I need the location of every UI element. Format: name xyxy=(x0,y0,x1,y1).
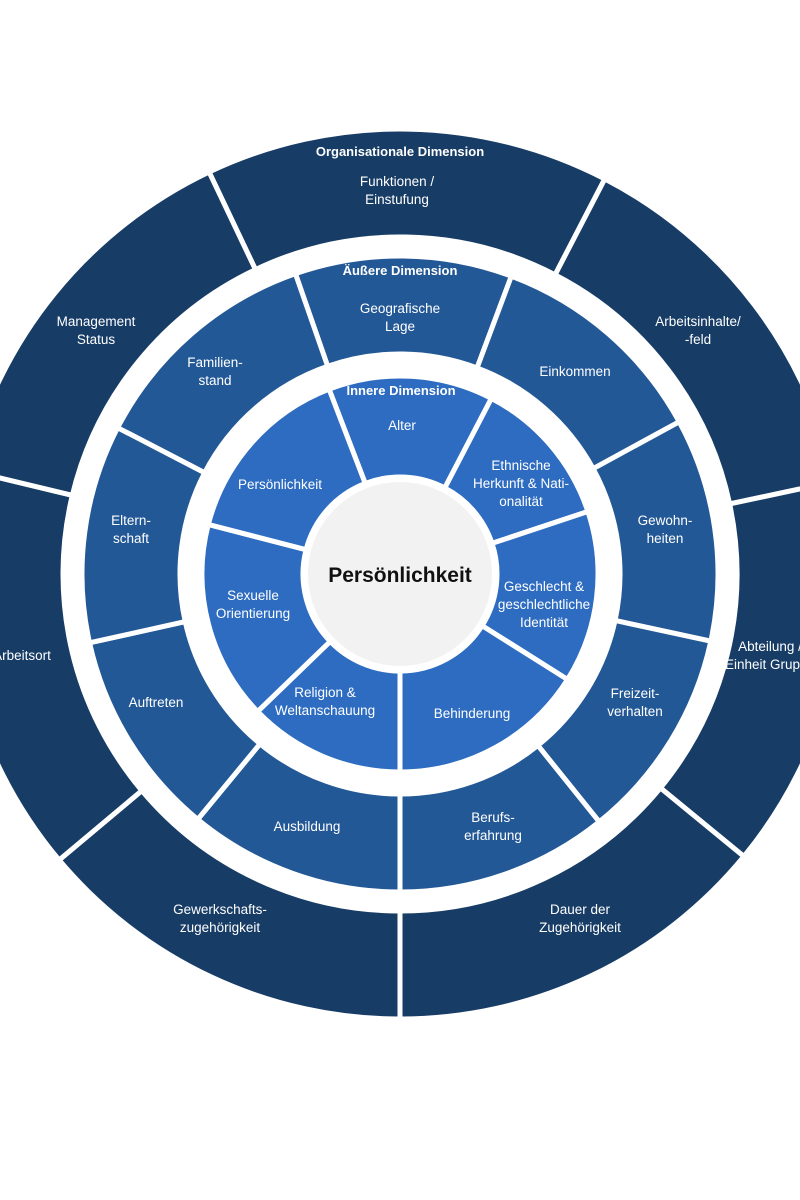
segment-label-geschlecht-line: Identität xyxy=(520,615,568,630)
segment-label-gewerkschaft-line: Gewerkschafts- xyxy=(173,902,267,917)
ring-title-outer-line: Äußere Dimension xyxy=(343,263,458,278)
segment-label-arbeitsort: Arbeitsort xyxy=(0,648,51,663)
segment-label-behinderung: Behinderung xyxy=(434,706,511,721)
segment-label-elternschaft: Eltern-schaft xyxy=(111,513,151,546)
ring-title-organisational-line: Organisationale Dimension xyxy=(316,144,484,159)
segment-behinderung[interactable] xyxy=(397,622,571,775)
segment-persoenlichkeit[interactable] xyxy=(205,385,369,553)
segment-label-management-line: Management xyxy=(57,314,136,329)
segment-label-gewohnheiten-line: Gewohn- xyxy=(638,513,693,528)
segment-label-alter: Alter xyxy=(388,418,416,433)
segment-label-arbeitsinhalte-line: -feld xyxy=(685,332,711,347)
segment-label-berufserfahrung-line: Berufs- xyxy=(471,810,515,825)
segment-label-geografische-lage-line: Lage xyxy=(385,319,415,334)
segment-label-gewohnheiten-line: heiten xyxy=(647,531,684,546)
core-circle[interactable] xyxy=(308,482,492,666)
segment-label-funktionen-line: Funktionen / xyxy=(360,174,435,189)
segment-arbeitsort[interactable] xyxy=(0,470,146,864)
segment-label-ethnische-herkunft-line: Herkunft & Nati- xyxy=(473,476,569,491)
segment-label-arbeitsinhalte-line: Arbeitsinhalte/ xyxy=(655,314,741,329)
segment-familienstand[interactable] xyxy=(114,270,331,477)
segment-arbeitsinhalte[interactable] xyxy=(551,175,800,507)
segment-label-elternschaft-line: schaft xyxy=(113,531,149,546)
segment-label-ausbildung-line: Ausbildung xyxy=(274,819,341,834)
segment-label-alter-line: Alter xyxy=(388,418,416,433)
segment-label-funktionen: Funktionen / Einstufung xyxy=(360,174,435,207)
segment-label-geschlecht-line: geschlechtliche xyxy=(498,597,590,612)
segment-label-abteilung-line: Abteilung / xyxy=(738,639,800,654)
segment-label-religion-line: Weltanschauung xyxy=(275,703,375,718)
segment-management[interactable] xyxy=(0,168,259,499)
segment-label-dauer-line: Zugehörigkeit xyxy=(539,920,621,935)
segment-sexuelle-orientierung[interactable] xyxy=(199,521,334,716)
segment-label-religion-line: Religion & xyxy=(294,685,356,700)
segment-label-abteilung: Abteilung / Einheit Gruppe xyxy=(725,639,800,672)
segment-label-funktionen-line: Einstufung xyxy=(365,192,429,207)
segment-label-freizeitverhalten: Freizeit-verhalten xyxy=(607,686,663,719)
segment-label-persoenlichkeit: Persönlichkeit xyxy=(238,477,322,492)
segment-label-persoenlichkeit-line: Persönlichkeit xyxy=(238,477,322,492)
segment-label-geschlecht-line: Geschlecht & xyxy=(504,579,584,594)
segment-label-familienstand: Familien-stand xyxy=(187,355,243,388)
segment-label-familienstand-line: stand xyxy=(198,373,231,388)
ring-title-organisational: Organisationale Dimension xyxy=(316,144,484,159)
segment-label-geografische-lage-line: Geografische xyxy=(360,301,440,316)
segment-label-freizeitverhalten-line: verhalten xyxy=(607,704,663,719)
segment-label-sexuelle-orientierung-line: Orientierung xyxy=(216,606,290,621)
segment-label-religion: Religion & Weltanschauung xyxy=(275,685,375,718)
ring-title-inner: Innere Dimension xyxy=(346,383,455,398)
segment-label-abteilung-line: Einheit Gruppe xyxy=(725,657,800,672)
segment-label-elternschaft-line: Eltern- xyxy=(111,513,151,528)
segment-label-gewerkschaft: Gewerkschafts-zugehörigkeit xyxy=(173,902,267,935)
wheel-segments xyxy=(0,126,800,1022)
segment-label-einkommen: Einkommen xyxy=(539,364,610,379)
segment-label-arbeitsort-line: Arbeitsort xyxy=(0,648,51,663)
segment-label-behinderung-line: Behinderung xyxy=(434,706,511,721)
segment-label-familienstand-line: Familien- xyxy=(187,355,243,370)
segment-label-berufserfahrung: Berufs-erfahrung xyxy=(464,810,522,843)
segment-label-auftreten: Auftreten xyxy=(129,695,184,710)
segment-label-gewerkschaft-line: zugehörigkeit xyxy=(180,920,261,935)
segment-label-freizeitverhalten-line: Freizeit- xyxy=(611,686,660,701)
segment-label-ethnische-herkunft-line: onalität xyxy=(499,494,543,509)
segment-label-arbeitsinhalte: Arbeitsinhalte/ -feld xyxy=(655,314,741,347)
segment-label-einkommen-line: Einkommen xyxy=(539,364,610,379)
segment-label-management-line: Status xyxy=(77,332,116,347)
ring-title-outer: Äußere Dimension xyxy=(343,263,458,278)
segment-label-ausbildung: Ausbildung xyxy=(274,819,341,834)
segment-label-gewohnheiten: Gewohn-heiten xyxy=(638,513,693,546)
segment-label-auftreten-line: Auftreten xyxy=(129,695,184,710)
segment-label-sexuelle-orientierung-line: Sexuelle xyxy=(227,588,279,603)
segment-label-dauer-line: Dauer der xyxy=(550,902,611,917)
segment-label-ethnische-herkunft-line: Ethnische xyxy=(491,458,550,473)
core-label: Persönlichkeit xyxy=(328,564,472,587)
ring-title-inner-line: Innere Dimension xyxy=(346,383,455,398)
segment-label-berufserfahrung-line: erfahrung xyxy=(464,828,522,843)
